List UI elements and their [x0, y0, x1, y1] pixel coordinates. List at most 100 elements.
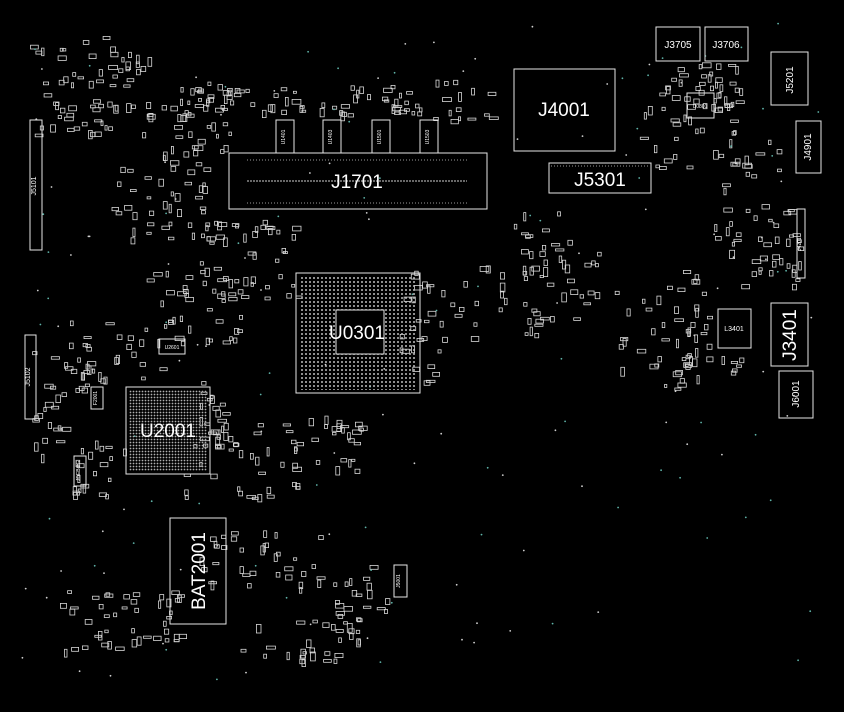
smd-pad — [266, 447, 270, 457]
smd-pad — [102, 36, 111, 41]
smd-pad — [109, 456, 113, 462]
smd-pad — [673, 153, 678, 160]
via — [740, 46, 743, 49]
smd-pad — [573, 317, 581, 321]
smd-pad — [694, 274, 700, 281]
smd-pad — [534, 332, 540, 339]
smd-pad — [202, 280, 207, 287]
smd-pad — [334, 600, 340, 605]
smd-pad — [310, 651, 316, 662]
via — [382, 413, 384, 416]
via — [509, 630, 512, 632]
via — [21, 656, 24, 659]
smd-pad — [636, 348, 647, 354]
smd-pad — [58, 79, 65, 86]
smd-pad — [741, 284, 751, 290]
smd-pad — [267, 104, 273, 112]
smd-pad — [190, 88, 195, 96]
smd-pad — [677, 287, 686, 293]
smd-pad — [296, 485, 301, 490]
smd-pad — [222, 412, 231, 416]
via — [78, 670, 81, 673]
smd-pad — [798, 261, 802, 271]
smd-pad — [769, 270, 774, 277]
smd-pad — [180, 98, 183, 106]
smd-pad — [522, 265, 527, 276]
via — [730, 145, 732, 148]
smd-pad — [356, 638, 361, 648]
smd-pad — [184, 181, 192, 186]
smd-pad — [98, 631, 103, 641]
smd-pad — [542, 244, 547, 251]
smd-pad — [343, 606, 354, 612]
smd-pad — [94, 634, 102, 638]
smd-pad — [275, 572, 281, 578]
smd-pad — [223, 94, 228, 104]
smd-pad — [296, 441, 305, 447]
smd-pad — [263, 530, 268, 538]
smd-pad — [77, 474, 81, 483]
smd-pad — [168, 319, 174, 325]
label-u1401: U1401 — [281, 129, 287, 144]
smd-pad — [185, 275, 194, 280]
smd-pad — [262, 219, 268, 226]
smd-pad — [471, 87, 475, 96]
smd-pad — [777, 168, 782, 173]
smd-pad — [250, 276, 256, 284]
smd-pad — [80, 372, 85, 381]
smd-pad — [198, 185, 203, 193]
smd-pad — [716, 63, 722, 70]
smd-pad — [558, 255, 563, 263]
smd-pad — [674, 306, 680, 314]
smd-pad — [435, 79, 440, 88]
smd-pad — [108, 126, 113, 131]
smd-pad — [220, 149, 225, 154]
smd-pad — [82, 645, 89, 650]
smd-pad — [531, 265, 540, 272]
via — [109, 674, 112, 677]
smd-pad — [661, 106, 666, 112]
smd-pad — [677, 382, 687, 388]
via — [165, 648, 168, 651]
smd-pad — [228, 131, 232, 137]
smd-pad — [240, 295, 250, 299]
smd-pad — [162, 154, 166, 162]
via — [474, 57, 477, 60]
via — [309, 172, 311, 174]
via — [174, 198, 177, 200]
smd-pad — [768, 139, 772, 145]
smd-pad — [797, 239, 802, 244]
smd-pad — [126, 343, 132, 350]
smd-pad — [724, 103, 733, 109]
smd-pad — [683, 362, 692, 368]
smd-pad — [347, 113, 354, 118]
smd-pad — [335, 629, 344, 633]
smd-pad — [458, 92, 462, 102]
smd-pad — [51, 405, 60, 410]
via — [101, 530, 104, 533]
smd-pad — [146, 278, 155, 283]
smd-pad — [699, 127, 705, 134]
smd-pad — [657, 356, 662, 363]
via — [45, 596, 48, 599]
smd-pad — [193, 149, 199, 157]
smd-pad — [170, 145, 174, 155]
smd-pad — [755, 152, 766, 156]
smd-pad — [275, 258, 280, 263]
smd-pad — [81, 121, 88, 127]
smd-pad — [317, 579, 322, 588]
via — [636, 127, 639, 130]
smd-pad — [208, 431, 217, 435]
smd-pad — [290, 439, 297, 445]
smd-pad — [132, 227, 136, 237]
label-j3401: J3401 — [780, 309, 801, 361]
smd-pad — [324, 415, 329, 425]
smd-pad — [487, 91, 497, 96]
smd-pad — [714, 107, 723, 113]
smd-pad — [208, 97, 214, 103]
smd-pad — [488, 116, 499, 120]
smd-pad — [113, 612, 118, 618]
smd-pad — [136, 69, 141, 76]
smd-pad — [539, 251, 546, 257]
smd-pad — [717, 106, 723, 112]
